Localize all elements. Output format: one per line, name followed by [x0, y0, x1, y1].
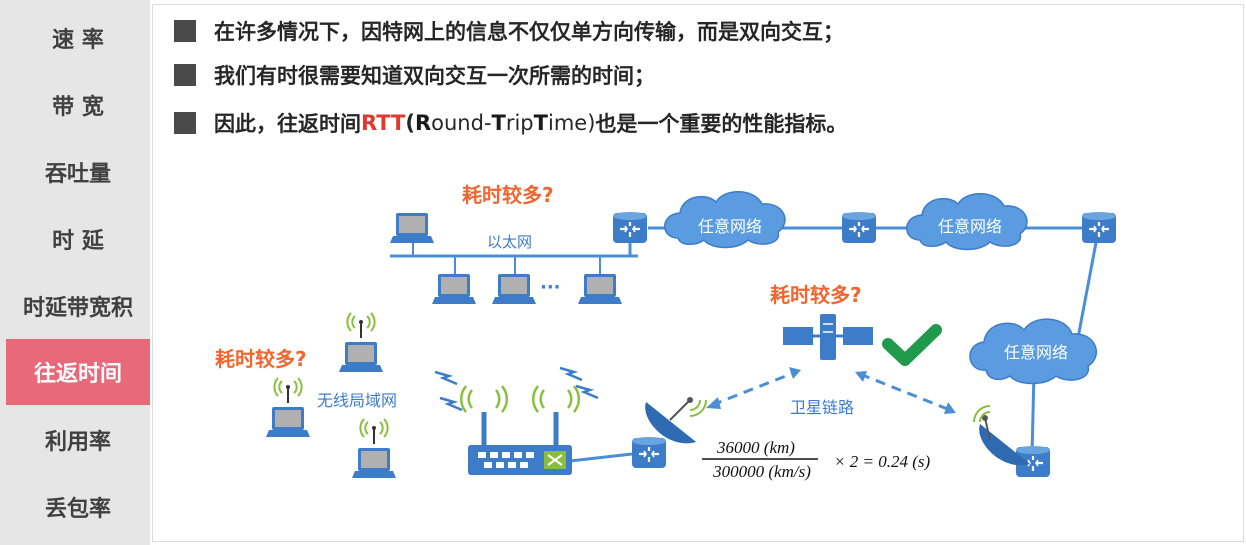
wireless-signal-icon: [433, 370, 459, 386]
bullet-3-prefix: 因此，往返时间: [214, 112, 361, 136]
word-ound: ound-: [431, 111, 492, 135]
word-ime: ime): [547, 111, 596, 135]
delay-question-ethernet: 耗时较多?: [462, 183, 554, 207]
bullet-1-text: 在许多情况下，因特网上的信息不仅仅单方向传输，而是双向交互；: [214, 20, 844, 44]
satellite-downlink: [859, 372, 951, 412]
sidebar-nav: 速 率 带 宽 吞吐量 时 延 时延带宽积 往返时间 利用率 丢包率: [0, 0, 150, 545]
cloud-network-3: [969, 318, 1098, 385]
laptop-icon: [492, 274, 536, 304]
satellite-dish-icon: [973, 405, 1030, 466]
nav-item-delay[interactable]: 时 延: [52, 229, 104, 254]
ap-to-router-link: [569, 452, 633, 463]
nav-item-delay-bandwidth-product[interactable]: 时延带宽积: [22, 296, 133, 321]
more-hosts-ellipsis: ···: [540, 277, 561, 298]
nav-item-throughput[interactable]: 吞吐量: [44, 162, 111, 187]
wifi-signal-icon: [359, 418, 389, 445]
arrowhead-icon: [789, 367, 801, 379]
router-icon: [630, 435, 668, 470]
router-icon: [840, 210, 878, 245]
laptop-icon: [339, 342, 383, 372]
letter-t: T: [491, 111, 506, 135]
cloud-3-label: 任意网络: [1004, 343, 1068, 362]
content-panel: [152, 4, 1244, 542]
arrowhead-icon: [706, 397, 721, 409]
wireless-signal-icon: [438, 396, 464, 412]
wifi-signal-icon: [346, 312, 376, 339]
letter-t2: T: [533, 111, 548, 135]
link-to-dish-router: [1030, 371, 1036, 456]
nav-item-round-trip-time[interactable]: 往返时间: [6, 339, 150, 405]
bullet-3-suffix: 也是一个重要的性能指标。: [595, 112, 848, 136]
wifi-signal-icon: [273, 377, 303, 404]
cloud-network-1: [664, 191, 786, 249]
laptop-icon: [352, 448, 396, 478]
cloud-network-2: [906, 193, 1028, 251]
satellite-icon: [783, 314, 873, 360]
paren-open: (: [405, 111, 415, 135]
laptop-icon: [432, 274, 476, 304]
laptop-icon: [578, 274, 622, 304]
formula-numerator: 36000 (km): [716, 438, 795, 457]
bullet-1: 在许多情况下，因特网上的信息不仅仅单方向传输，而是双向交互；: [174, 16, 844, 46]
cloud-1-label: 任意网络: [698, 217, 762, 236]
wlan-label: 无线局域网: [317, 391, 397, 410]
arrowhead-icon: [855, 371, 867, 382]
router-icon: [611, 210, 649, 245]
rtt-term: RTT: [361, 111, 406, 135]
bullet-2: 我们有时很需要知道双向交互一次所需的时间；: [174, 60, 655, 90]
wireless-signal-icon: [558, 366, 584, 382]
arrowhead-icon: [944, 402, 956, 414]
bullet-square-icon: [174, 20, 196, 42]
link-to-cloud3: [1076, 231, 1100, 339]
check-icon: [882, 324, 942, 366]
word-rip: rip: [505, 111, 534, 135]
rtt-formula: 36000 (km) 300000 (km/s) × 2 = 0.24 (s): [702, 438, 930, 481]
nav-item-rate[interactable]: 速 率: [52, 28, 104, 53]
laptop-icon: [390, 213, 434, 243]
satellite-link-label: 卫星链路: [790, 398, 854, 417]
nav-item-utilization[interactable]: 利用率: [44, 430, 111, 455]
laptop-icon: [266, 407, 310, 437]
ethernet-label: 以太网: [487, 233, 532, 251]
wireless-access-point-icon: [459, 385, 581, 475]
cloud-2-label: 任意网络: [938, 217, 1002, 236]
bullet-square-icon: [174, 64, 196, 86]
delay-question-satellite: 耗时较多?: [770, 283, 862, 307]
satellite-dish-icon: [645, 397, 707, 444]
satellite-uplink: [711, 370, 797, 407]
formula-result: × 2 = 0.24 (s): [834, 452, 930, 471]
formula-denominator: 300000 (km/s): [712, 462, 811, 481]
letter-r: R: [414, 111, 432, 135]
router-icon: [1080, 210, 1118, 245]
bullet-2-text: 我们有时很需要知道双向交互一次所需的时间；: [214, 64, 655, 88]
nav-item-bandwidth[interactable]: 带 宽: [52, 95, 104, 120]
bullet-square-icon: [174, 112, 196, 134]
nav-item-packet-loss[interactable]: 丢包率: [44, 497, 111, 522]
delay-question-wlan: 耗时较多?: [215, 347, 307, 371]
